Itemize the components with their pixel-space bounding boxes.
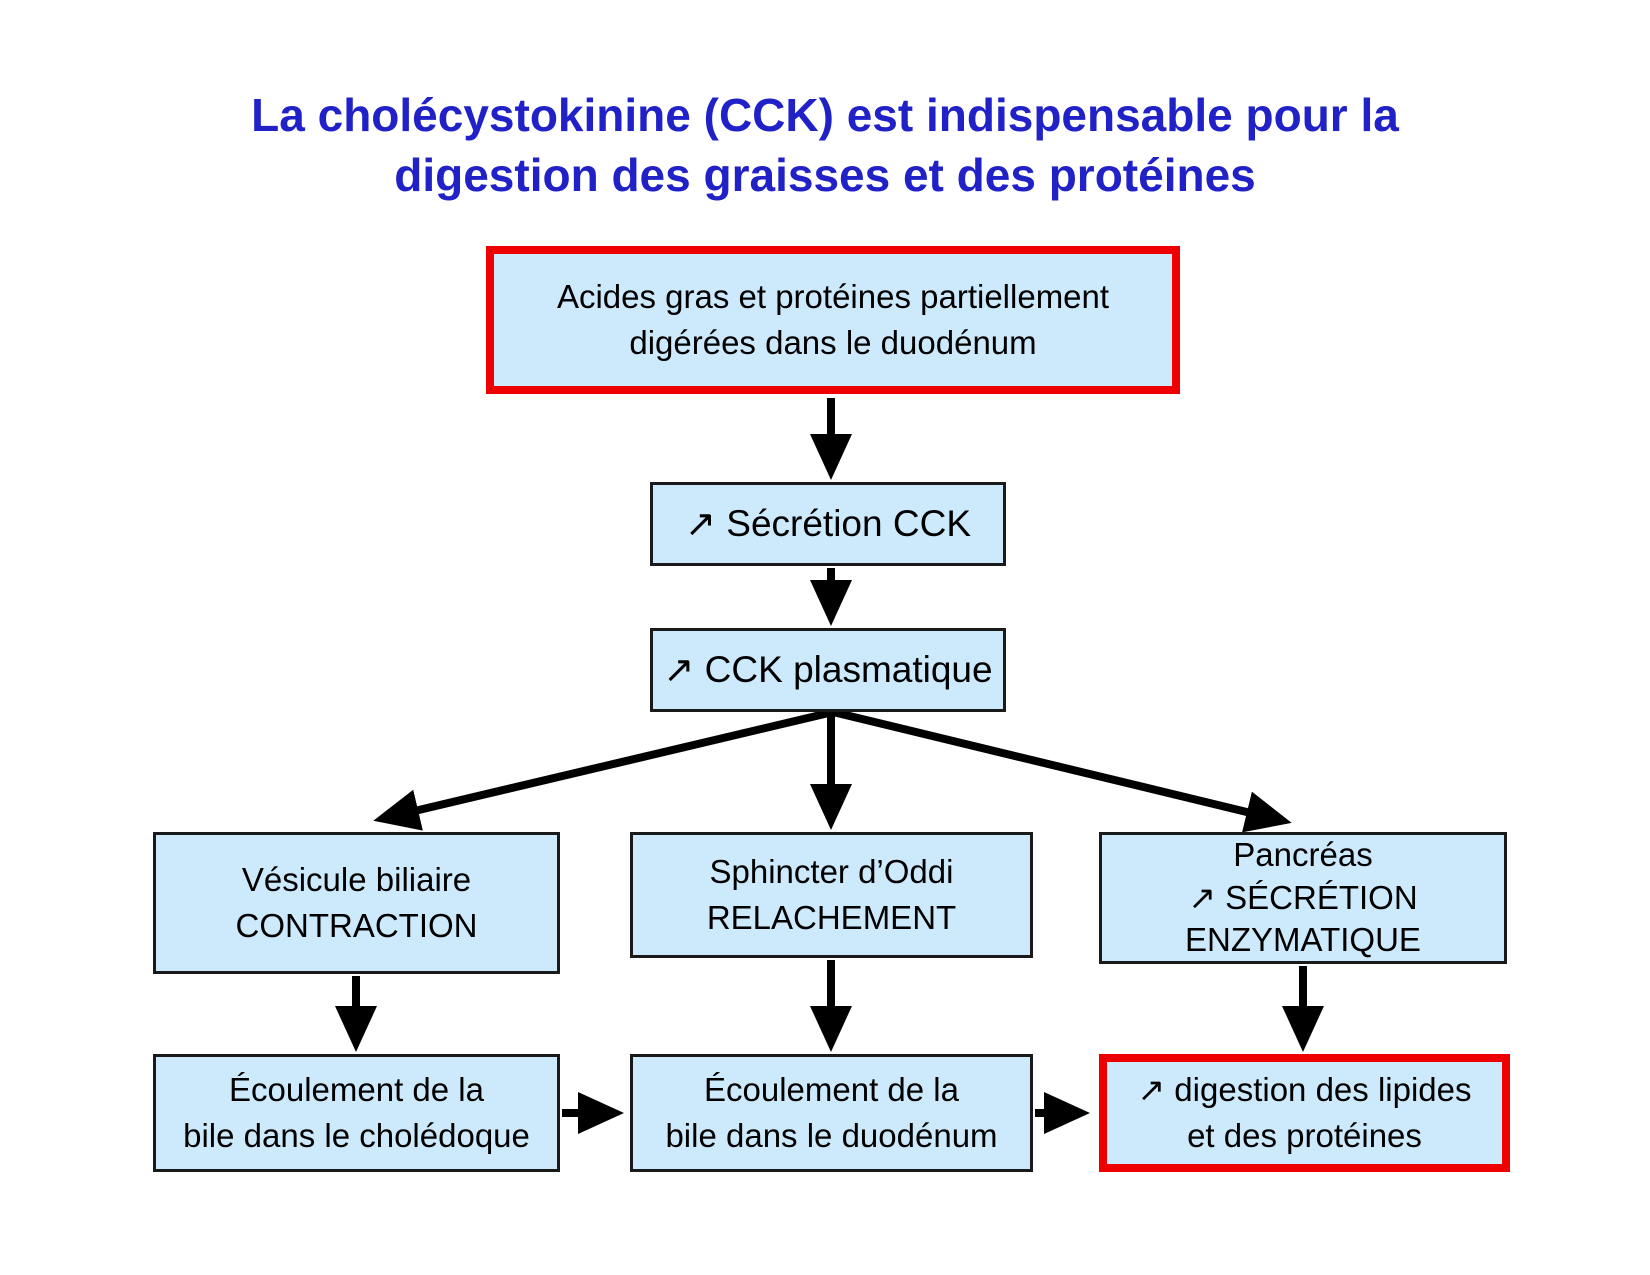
node-line: bile dans le duodénum	[665, 1117, 998, 1154]
node-ecoulement-bile-duodenum: Écoulement de la bile dans le duodénum	[630, 1054, 1033, 1172]
title-line-2: digestion des graisses et des protéines	[394, 148, 1256, 201]
node-pancreas-secretion-enzymatique: Pancréas ↗ SÉCRÉTION ENZYMATIQUE	[1099, 832, 1507, 964]
node-line: ↗ digestion des lipides	[1137, 1071, 1472, 1109]
node-line: et des protéines	[1187, 1117, 1422, 1154]
node-line: CONTRACTION	[235, 907, 478, 944]
node-line: ↗ CCK plasmatique	[663, 649, 993, 691]
node-vesicule-biliaire: Vésicule biliaire CONTRACTION	[153, 832, 560, 974]
node-line: digérées dans le duodénum	[629, 324, 1037, 361]
arrow-plasma-to-vesicule	[373, 708, 834, 831]
diagram-title: La cholécystokinine (CCK) est indispensa…	[0, 86, 1650, 206]
node-line: Pancréas	[1233, 835, 1373, 873]
node-line: ↗ SÉCRÉTION	[1188, 878, 1418, 916]
node-line: bile dans le cholédoque	[183, 1117, 530, 1154]
node-ecoulement-bile-choledoque: Écoulement de la bile dans le cholédoque	[153, 1054, 560, 1172]
title-line-1: La cholécystokinine (CCK) est indispensa…	[251, 89, 1399, 141]
node-digestion-lipides-proteines: ↗ digestion des lipides et des protéines	[1099, 1054, 1510, 1172]
node-acides-gras-proteines: Acides gras et protéines partiellement d…	[486, 246, 1180, 394]
node-sphincter-oddi: Sphincter d’Oddi RELACHEMENT	[630, 832, 1033, 958]
node-line: Écoulement de la	[229, 1071, 484, 1109]
node-line: RELACHEMENT	[706, 899, 957, 936]
node-line: Écoulement de la	[704, 1071, 959, 1109]
node-line: ENZYMATIQUE	[1185, 921, 1421, 959]
node-line: ↗ Sécrétion CCK	[685, 503, 971, 545]
node-line: Acides gras et protéines partiellement	[556, 278, 1110, 316]
node-cck-plasmatique: ↗ CCK plasmatique	[650, 628, 1006, 712]
node-line: Sphincter d’Oddi	[709, 853, 954, 891]
node-line: Vésicule biliaire	[241, 861, 472, 899]
arrow-plasma-to-pancreas	[832, 708, 1292, 833]
node-secretion-cck: ↗ Sécrétion CCK	[650, 482, 1006, 566]
